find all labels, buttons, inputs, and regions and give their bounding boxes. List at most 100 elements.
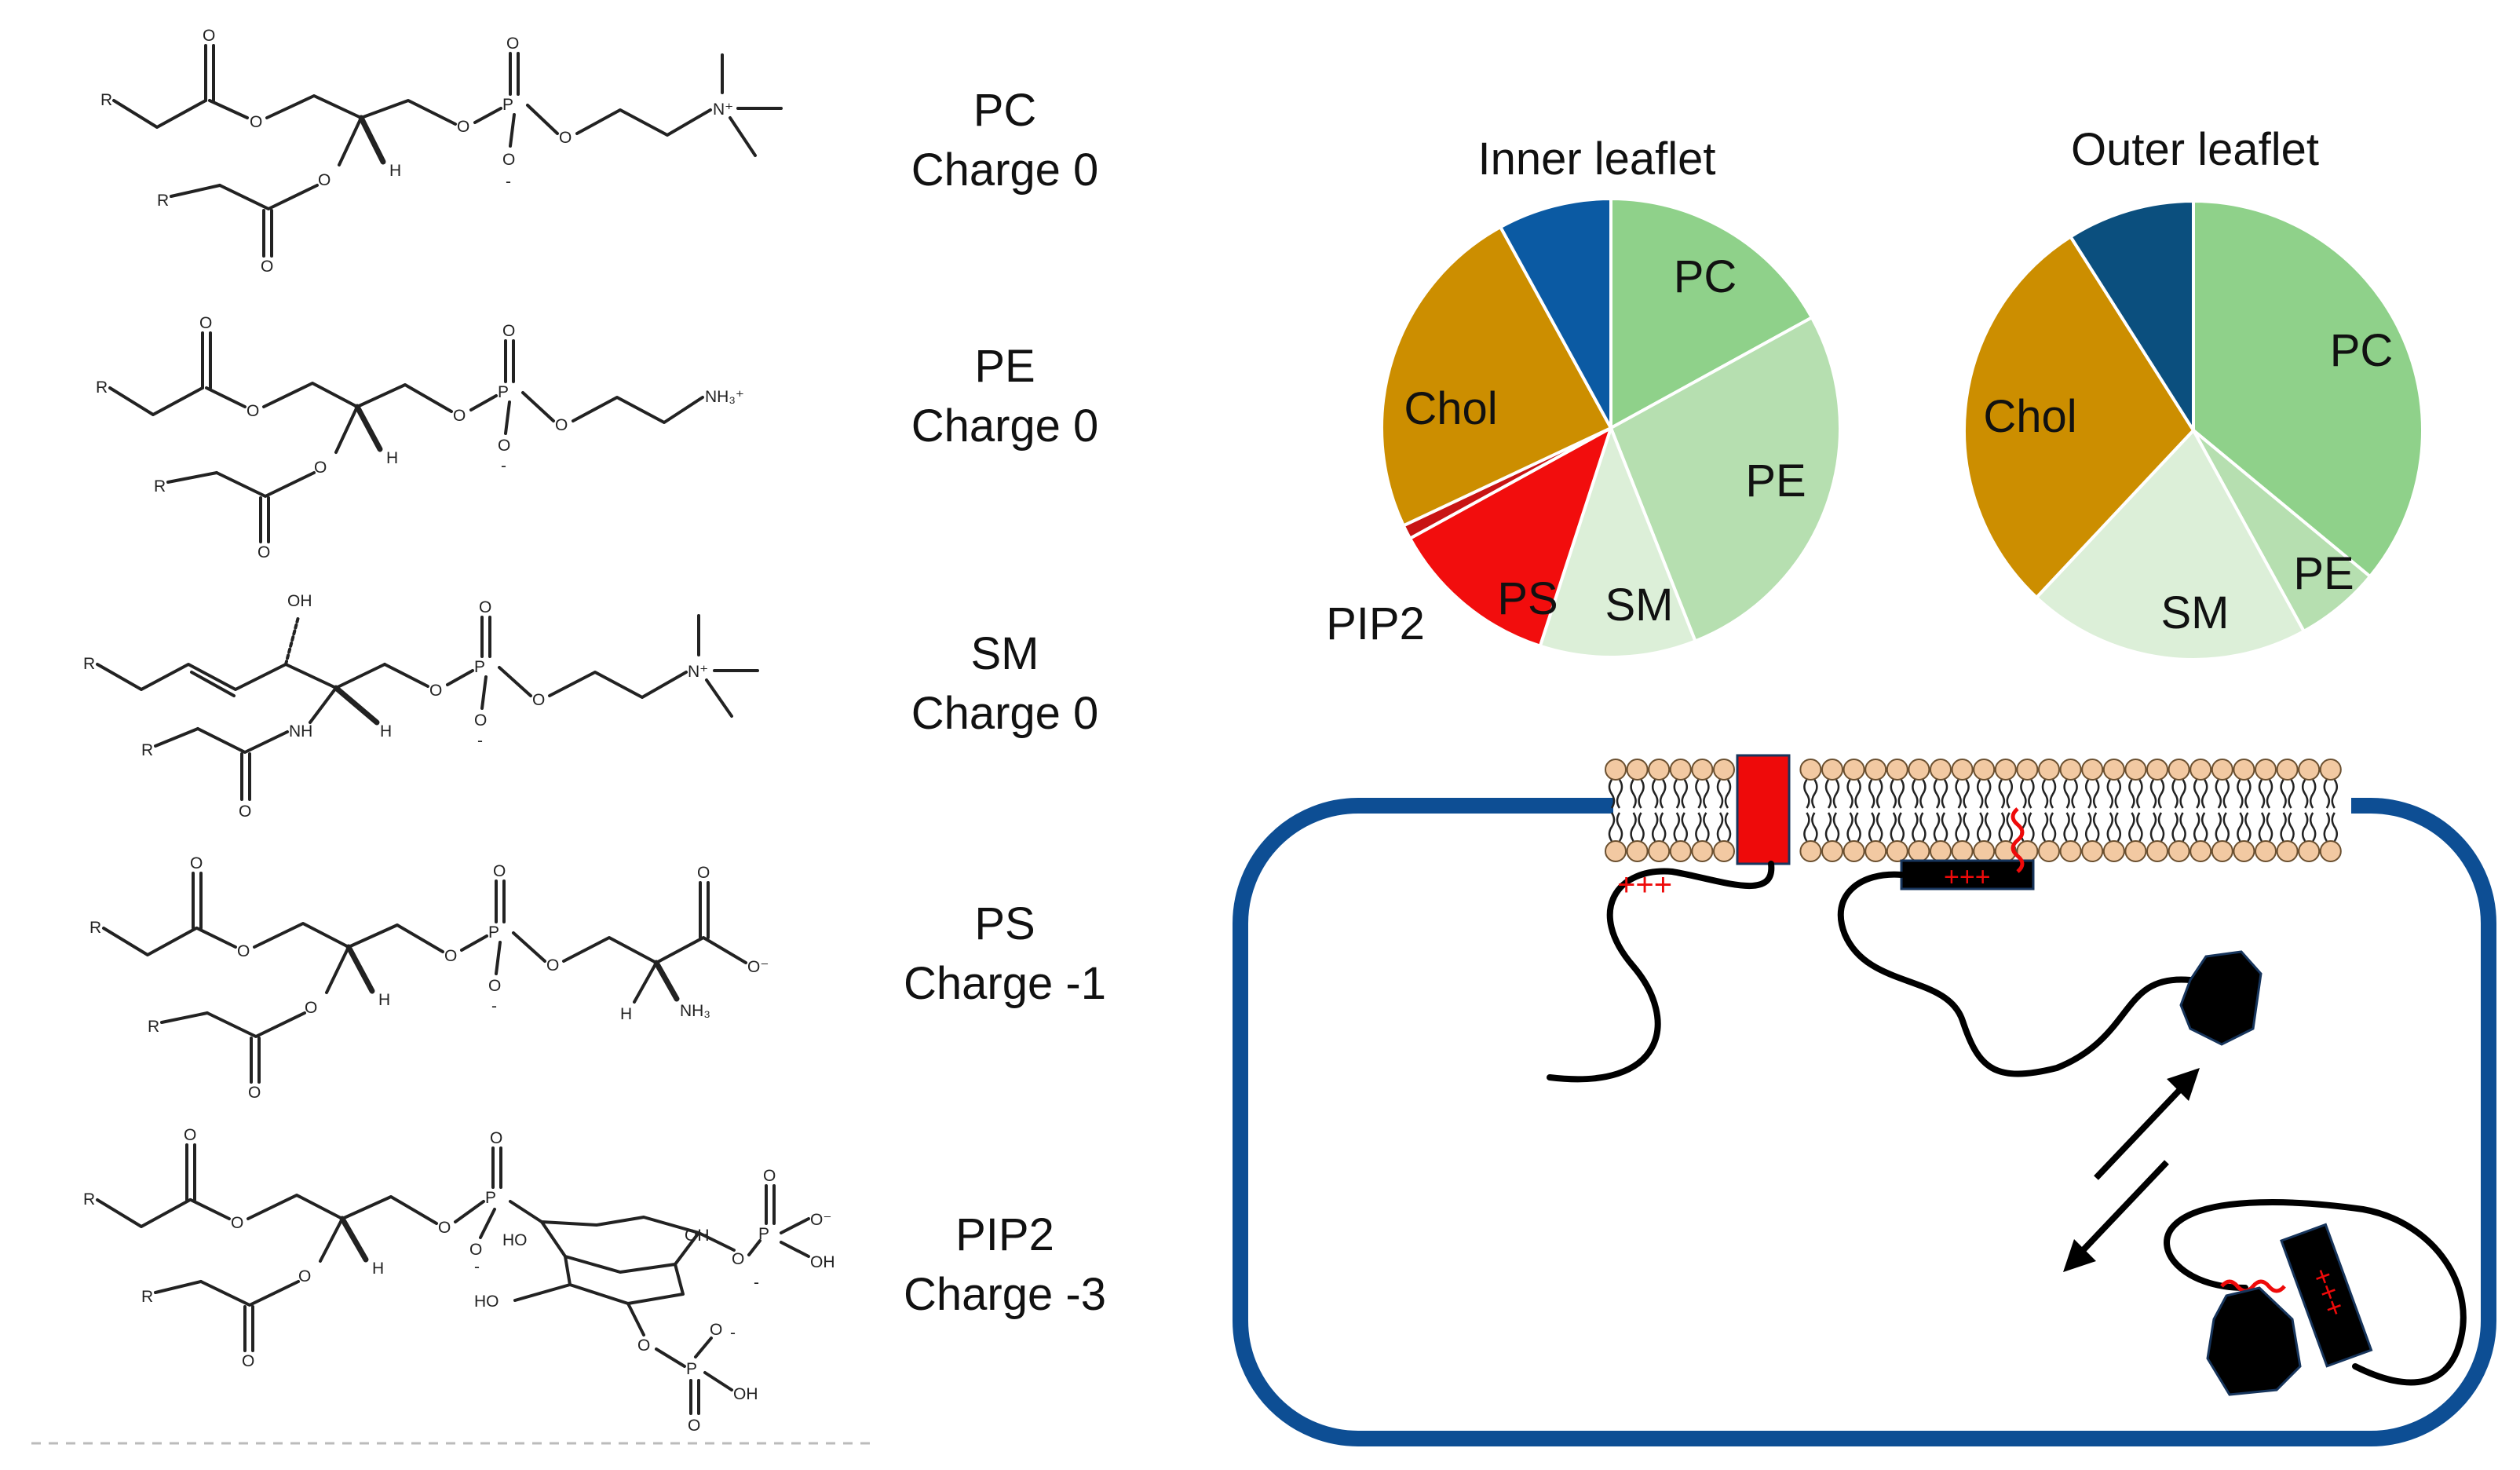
lipid-name-pe: PE (974, 341, 1035, 392)
lipid-tail (2171, 812, 2179, 842)
plus-signs-helix: +++ (1944, 862, 1991, 892)
lipid-tail (2258, 779, 2266, 809)
lipid-tail (2331, 812, 2339, 842)
lipid-headgroup (2276, 840, 2299, 862)
lipid-tail (2114, 812, 2122, 842)
lipid-tail (2244, 812, 2252, 842)
lipid-charge-pc: Charge 0 (911, 144, 1099, 196)
lipid-labels: PC Charge 0 PE Charge 0 SM Charge 0 PS C… (904, 85, 1106, 1320)
pie-slice-sm (1538, 423, 1698, 659)
lipid-headgroup (1908, 759, 1930, 781)
atom-o: O (438, 1219, 451, 1237)
atom-o: O (637, 1337, 650, 1355)
lipid-tail (1846, 812, 1853, 842)
lipid-tail (1890, 779, 1897, 809)
lipid-headgroup (2189, 840, 2212, 862)
lipid-tail (2157, 779, 2165, 809)
lipid-tail (2106, 812, 2114, 842)
atom-minus: - (491, 997, 497, 1015)
lipid-tail (1875, 812, 1883, 842)
pie-slice-other (2068, 199, 2195, 436)
atom-o: O (237, 942, 250, 960)
lipid-tail (2049, 812, 2057, 842)
lipid-headgroup (1930, 840, 1952, 862)
pie-label-pc: PC (2330, 325, 2394, 376)
lipid-tail (1695, 812, 1702, 842)
lipid-tail (1897, 812, 1905, 842)
atom-o: O (502, 322, 515, 340)
lipid-headgroup (1669, 840, 1692, 862)
atom-o: O (732, 1250, 744, 1268)
outer-leaflet-title: Outer leaflet (2071, 124, 2319, 175)
lipid-headgroup (2276, 759, 2299, 781)
lipid-tail (1976, 812, 1984, 842)
atom-minus: - (477, 732, 483, 750)
lipid-headgroup (2233, 759, 2255, 781)
atom-oh: OH (685, 1227, 710, 1245)
atom-o: O (479, 598, 491, 616)
lipid-headgroup (2102, 759, 2125, 781)
lipid-tail (2266, 779, 2273, 809)
lipid-headgroup (1799, 759, 1822, 781)
lipid-tail (1846, 779, 1853, 809)
lipid-tail (2280, 779, 2287, 809)
lipid-headgroup (1886, 840, 1908, 862)
lipid-tail (2092, 779, 2100, 809)
lipid-tail (2071, 779, 2078, 809)
atom-o: O (710, 1321, 722, 1339)
lipid-headgroup (1886, 759, 1908, 781)
lipid-headgroup (2146, 840, 2168, 862)
lipid-headgroup (2211, 759, 2233, 781)
arrowhead-down (2063, 1239, 2096, 1272)
lipid-tail (2288, 812, 2295, 842)
lipid-tail (2193, 812, 2200, 842)
lipid-tail (1941, 779, 1948, 809)
lipid-tail (1984, 812, 1992, 842)
atom-p: P (474, 658, 485, 676)
lipid-tail (2222, 779, 2230, 809)
lipid-tail (1941, 812, 1948, 842)
lipid-tail (2028, 812, 2035, 842)
lipid-tail (2128, 779, 2135, 809)
lipid-headgroup (2298, 840, 2321, 862)
lipid-tail (2258, 812, 2266, 842)
lipid-tail (1659, 779, 1667, 809)
lipid-tail (1875, 779, 1883, 809)
lipid-tail (1832, 812, 1840, 842)
lipid-tail (2006, 779, 2014, 809)
atom-ho: HO (502, 1231, 528, 1249)
atom-p: P (686, 1360, 697, 1378)
atom-o: O (444, 947, 457, 965)
lipid-headgroup (2124, 759, 2147, 781)
atom-r: R (96, 378, 108, 397)
lipid-tail (2084, 779, 2092, 809)
lipid-tail (1616, 779, 1623, 809)
folded-chain (2164, 1199, 2467, 1386)
amphipathic-helix (1900, 859, 2035, 890)
atom-r: R (148, 1018, 159, 1036)
lipid-headgroup (1994, 759, 2017, 781)
lipid-headgroup (1951, 840, 1974, 862)
protein-domain-folded (2206, 1286, 2302, 1396)
lipid-tail (1890, 812, 1897, 842)
atom-o: O (199, 314, 212, 332)
lipid-headgroup (1626, 759, 1649, 781)
atom-o: O (190, 854, 203, 872)
lipid-charge-pe: Charge 0 (911, 400, 1099, 452)
lipid-tail (1933, 779, 1941, 809)
lipid-tail (2128, 812, 2135, 842)
lipid-headgroup (2168, 840, 2190, 862)
pie-label-ps: PS (1497, 573, 1558, 624)
equilibrium-arrow-down (2073, 1160, 2169, 1260)
pie-slice-other (1498, 196, 1612, 429)
atom-o: O (248, 1084, 261, 1102)
lipid-headgroup (2319, 759, 2342, 781)
lipid-tail (2157, 812, 2165, 842)
lipid-tail (2266, 812, 2273, 842)
lipid-headgroup (2038, 840, 2060, 862)
atom-p: P (485, 1189, 496, 1207)
atom-o: O (493, 862, 506, 880)
lipid-headgroup (1951, 759, 1974, 781)
atom-n: N⁺ (688, 663, 708, 681)
